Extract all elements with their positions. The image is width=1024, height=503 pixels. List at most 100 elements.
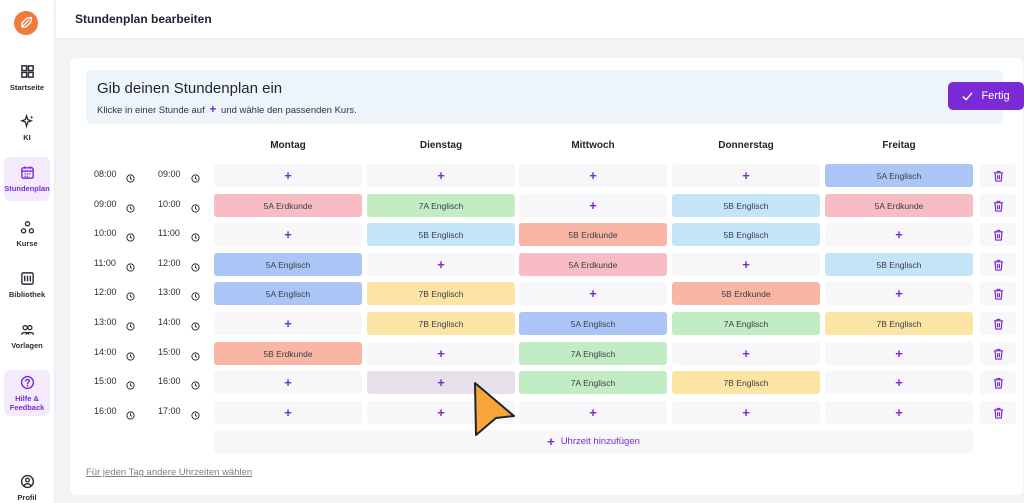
delete-row-button[interactable]	[980, 253, 1016, 276]
sidebar-item-label: Bibliothek	[8, 290, 46, 299]
start-time[interactable]: 14:00	[94, 347, 117, 357]
add-course-cell[interactable]: +	[825, 371, 973, 394]
course-cell[interactable]: 5B Erdkunde	[519, 223, 667, 246]
course-cell[interactable]: 7B Englisch	[825, 312, 973, 335]
end-time[interactable]: 17:00	[158, 406, 181, 416]
delete-row-button[interactable]	[980, 164, 1016, 187]
start-time[interactable]: 15:00	[94, 376, 117, 386]
sidebar-item-kurse[interactable]: Kurse	[4, 212, 50, 256]
course-cell[interactable]: 5A Englisch	[825, 164, 973, 187]
sidebar-item-bibliothek[interactable]: Bibliothek	[4, 263, 50, 307]
add-course-cell[interactable]: +	[519, 401, 667, 424]
course-cell[interactable]: 5B Englisch	[672, 223, 820, 246]
clock-icon	[191, 288, 200, 301]
start-time[interactable]: 11:00	[94, 258, 116, 268]
start-time[interactable]: 16:00	[94, 406, 117, 416]
course-cell[interactable]: 5A Erdkunde	[519, 253, 667, 276]
course-cell[interactable]: 7A Englisch	[519, 371, 667, 394]
add-course-cell[interactable]: +	[672, 401, 820, 424]
course-cell[interactable]: 7A Englisch	[367, 194, 515, 217]
add-course-cell[interactable]: +	[214, 164, 362, 187]
sidebar-item-label: Profil	[17, 493, 37, 502]
course-cell[interactable]: 7A Englisch	[672, 312, 820, 335]
plus-icon: +	[547, 434, 555, 449]
course-cell[interactable]: 5B Erdkunde	[672, 282, 820, 305]
sidebar-item-vorlagen[interactable]: Vorlagen	[4, 314, 50, 358]
start-time[interactable]: 09:00	[94, 199, 117, 209]
end-time[interactable]: 12:00	[158, 258, 181, 268]
course-cell[interactable]: 5A Erdkunde	[214, 194, 362, 217]
clock-icon	[191, 377, 200, 390]
delete-row-button[interactable]	[980, 371, 1016, 394]
trash-icon	[993, 348, 1004, 360]
start-time[interactable]: 13:00	[94, 317, 117, 327]
add-course-cell[interactable]: +	[825, 282, 973, 305]
add-course-cell[interactable]: +	[214, 223, 362, 246]
done-button-label: Fertig	[981, 90, 1010, 102]
trash-icon	[993, 288, 1004, 300]
course-cell[interactable]: 7B Englisch	[367, 282, 515, 305]
sidebar-item-stundenplan[interactable]: Stundenplan	[4, 157, 50, 201]
add-course-cell[interactable]: +	[214, 371, 362, 394]
course-cell[interactable]: 5A Englisch	[519, 312, 667, 335]
delete-row-button[interactable]	[980, 312, 1016, 335]
course-cell[interactable]: 7B Englisch	[672, 371, 820, 394]
mouse-cursor-icon	[474, 382, 515, 436]
add-course-cell[interactable]: +	[519, 164, 667, 187]
course-cell[interactable]: 5A Englisch	[214, 253, 362, 276]
add-course-cell[interactable]: +	[825, 401, 973, 424]
sidebar-item-label: KI	[23, 133, 31, 142]
add-course-cell[interactable]: +	[367, 253, 515, 276]
add-time-button[interactable]: + Uhrzeit hinzufügen	[214, 430, 973, 453]
clock-icon	[191, 229, 200, 242]
add-course-cell[interactable]: +	[519, 194, 667, 217]
end-time[interactable]: 15:00	[158, 347, 181, 357]
end-time[interactable]: 11:00	[158, 228, 180, 238]
course-cell[interactable]: 7A Englisch	[519, 342, 667, 365]
course-cell[interactable]: 5A Englisch	[214, 282, 362, 305]
start-time[interactable]: 08:00	[94, 169, 117, 179]
sidebar-item-profil[interactable]: Profil	[4, 466, 50, 503]
delete-row-button[interactable]	[980, 194, 1016, 217]
trash-icon	[993, 377, 1004, 389]
add-course-cell[interactable]: +	[672, 342, 820, 365]
add-course-cell[interactable]: +	[519, 282, 667, 305]
done-button[interactable]: Fertig	[948, 82, 1024, 110]
sidebar-item-startseite[interactable]: Startseite	[4, 56, 50, 100]
course-cell[interactable]: 5B Englisch	[825, 253, 973, 276]
end-time[interactable]: 16:00	[158, 376, 181, 386]
add-course-cell[interactable]: +	[367, 342, 515, 365]
course-cell[interactable]: 5A Erdkunde	[825, 194, 973, 217]
add-course-cell[interactable]: +	[672, 164, 820, 187]
app-logo[interactable]	[14, 11, 38, 35]
profile-icon	[20, 474, 34, 489]
end-time[interactable]: 13:00	[158, 287, 181, 297]
course-cell[interactable]: 5B Erdkunde	[214, 342, 362, 365]
add-course-cell[interactable]: +	[214, 401, 362, 424]
add-course-cell[interactable]: +	[672, 253, 820, 276]
start-time[interactable]: 10:00	[94, 228, 117, 238]
course-cell[interactable]: 7B Englisch	[367, 312, 515, 335]
add-course-cell[interactable]: +	[825, 342, 973, 365]
delete-row-button[interactable]	[980, 223, 1016, 246]
time-slot: 16:00 17:00	[86, 401, 214, 423]
sidebar-item-ki[interactable]: KI	[4, 106, 50, 150]
end-time[interactable]: 09:00	[158, 169, 181, 179]
end-time[interactable]: 10:00	[158, 199, 181, 209]
course-cell[interactable]: 5B Englisch	[672, 194, 820, 217]
delete-row-button[interactable]	[980, 282, 1016, 305]
delete-row-button[interactable]	[980, 342, 1016, 365]
different-times-link[interactable]: Für jeden Tag andere Uhrzeiten wählen	[86, 467, 253, 478]
start-time[interactable]: 12:00	[94, 287, 117, 297]
clock-icon	[191, 318, 200, 331]
sidebar-item-hilfe-feedback[interactable]: Hilfe & Feedback	[4, 370, 50, 416]
course-cell[interactable]: 5B Englisch	[367, 223, 515, 246]
delete-row-button[interactable]	[980, 401, 1016, 424]
end-time[interactable]: 14:00	[158, 317, 181, 327]
add-course-cell[interactable]: +	[367, 164, 515, 187]
add-course-cell[interactable]: +	[214, 312, 362, 335]
banner-subtitle: Klicke in einer Stunde auf + und wähle d…	[97, 102, 357, 116]
add-course-cell[interactable]: +	[825, 223, 973, 246]
banner-title: Gib deinen Stundenplan ein	[97, 80, 283, 97]
trash-icon	[993, 229, 1004, 241]
